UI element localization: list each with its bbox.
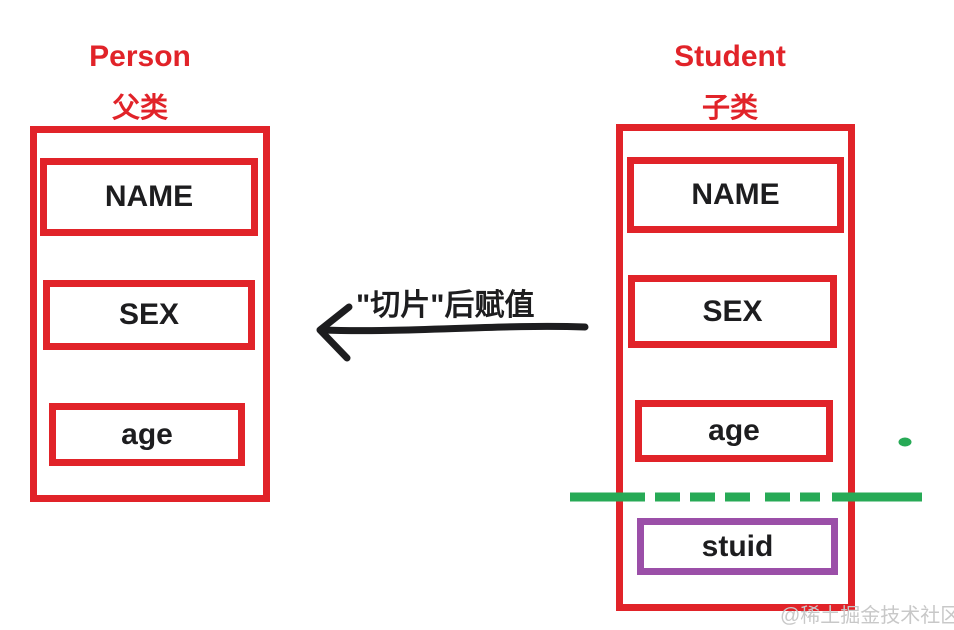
student-field-age: age: [635, 400, 833, 462]
slice-arrow-label: "切片"后赋值: [356, 289, 535, 322]
green-dot: [898, 437, 912, 447]
person-class-box: [30, 126, 270, 502]
student-class-box: [616, 124, 855, 611]
student-field-name: NAME: [627, 157, 844, 233]
person-field-sex: SEX: [43, 280, 255, 350]
person-class-title: Person: [89, 40, 191, 73]
slice-arrow-head: [316, 303, 353, 362]
student-class-subtitle: 子类: [701, 92, 758, 123]
slice-arrow-shaft: [318, 322, 589, 335]
student-class-title: Student: [674, 40, 786, 73]
student-field-sex: SEX: [628, 275, 837, 348]
person-class-subtitle: 父类: [111, 92, 168, 123]
student-field-stuid: stuid: [637, 518, 838, 575]
watermark-text: @稀土掘金技术社区: [780, 605, 954, 627]
person-field-name: NAME: [40, 158, 258, 236]
person-field-age: age: [49, 403, 245, 466]
